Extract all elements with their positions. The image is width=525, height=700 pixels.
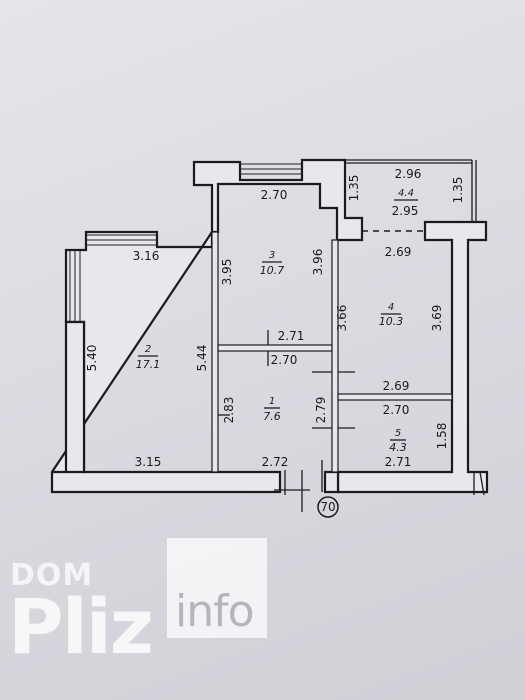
dim-283: 2.83 xyxy=(222,397,236,424)
dim-366: 3.66 xyxy=(335,305,349,332)
dim-top: 2.70 xyxy=(261,188,288,202)
dim-269-top: 2.69 xyxy=(385,245,412,259)
axis-marker-label: 70 xyxy=(320,500,335,514)
dim-271-bot: 2.71 xyxy=(385,455,412,469)
window-top xyxy=(240,163,302,175)
svg-text:3: 3 xyxy=(269,250,275,261)
room-3-label: 3 10.7 xyxy=(260,250,285,277)
dim-272: 2.72 xyxy=(262,455,289,469)
svg-text:10.7: 10.7 xyxy=(260,264,285,277)
watermark-dom: DOM xyxy=(10,558,94,593)
dim-316: 3.16 xyxy=(133,249,160,263)
room-1-label: 1 7.6 xyxy=(263,396,281,423)
window-left-side xyxy=(69,250,81,322)
right-wall xyxy=(336,220,489,494)
dim-396: 3.96 xyxy=(311,249,325,276)
svg-text:4: 4 xyxy=(388,302,394,313)
svg-text:10.3: 10.3 xyxy=(379,315,404,328)
svg-text:7.6: 7.6 xyxy=(263,410,281,423)
watermark-info: info xyxy=(175,586,255,637)
axis-marker xyxy=(317,496,339,518)
dim-315: 3.15 xyxy=(135,455,162,469)
svg-text:2: 2 xyxy=(145,344,151,355)
dim-271-mid: 2.71 xyxy=(278,329,305,343)
left-wall xyxy=(52,320,86,474)
dim-296: 2.96 xyxy=(395,167,422,181)
watermark-pliz: Pliz xyxy=(8,582,154,671)
svg-text:4.3: 4.3 xyxy=(389,441,407,454)
dim-270-mid: 2.70 xyxy=(271,353,298,367)
room-2-label: 2 17.1 xyxy=(136,344,161,371)
dim-395: 3.95 xyxy=(220,259,234,286)
exterior-wall xyxy=(50,158,364,494)
svg-text:17.1: 17.1 xyxy=(136,358,161,371)
dim-279: 2.79 xyxy=(314,397,328,424)
dim-269-bot: 2.69 xyxy=(383,379,410,393)
svg-text:4.4: 4.4 xyxy=(398,188,414,199)
bottom-wall-right xyxy=(323,470,340,494)
room-5-label: 5 4.3 xyxy=(389,428,407,454)
dim-270-bot: 2.70 xyxy=(383,403,410,417)
interior-partitions xyxy=(211,231,453,492)
watermark-box xyxy=(167,538,267,638)
svg-text:1: 1 xyxy=(269,396,275,407)
window-left-top xyxy=(86,234,157,246)
balcony-label: 4.4 2.95 xyxy=(392,188,419,218)
dim-135-left: 1.35 xyxy=(347,175,361,202)
dim-158: 1.58 xyxy=(435,423,449,450)
dim-544: 5.44 xyxy=(195,345,209,372)
dim-369: 3.69 xyxy=(430,305,444,332)
svg-text:5: 5 xyxy=(395,428,401,439)
dim-135-right: 1.35 xyxy=(451,177,465,204)
svg-text:2.95: 2.95 xyxy=(392,204,419,218)
room-4-label: 4 10.3 xyxy=(379,302,404,328)
dim-540: 5.40 xyxy=(85,345,99,372)
